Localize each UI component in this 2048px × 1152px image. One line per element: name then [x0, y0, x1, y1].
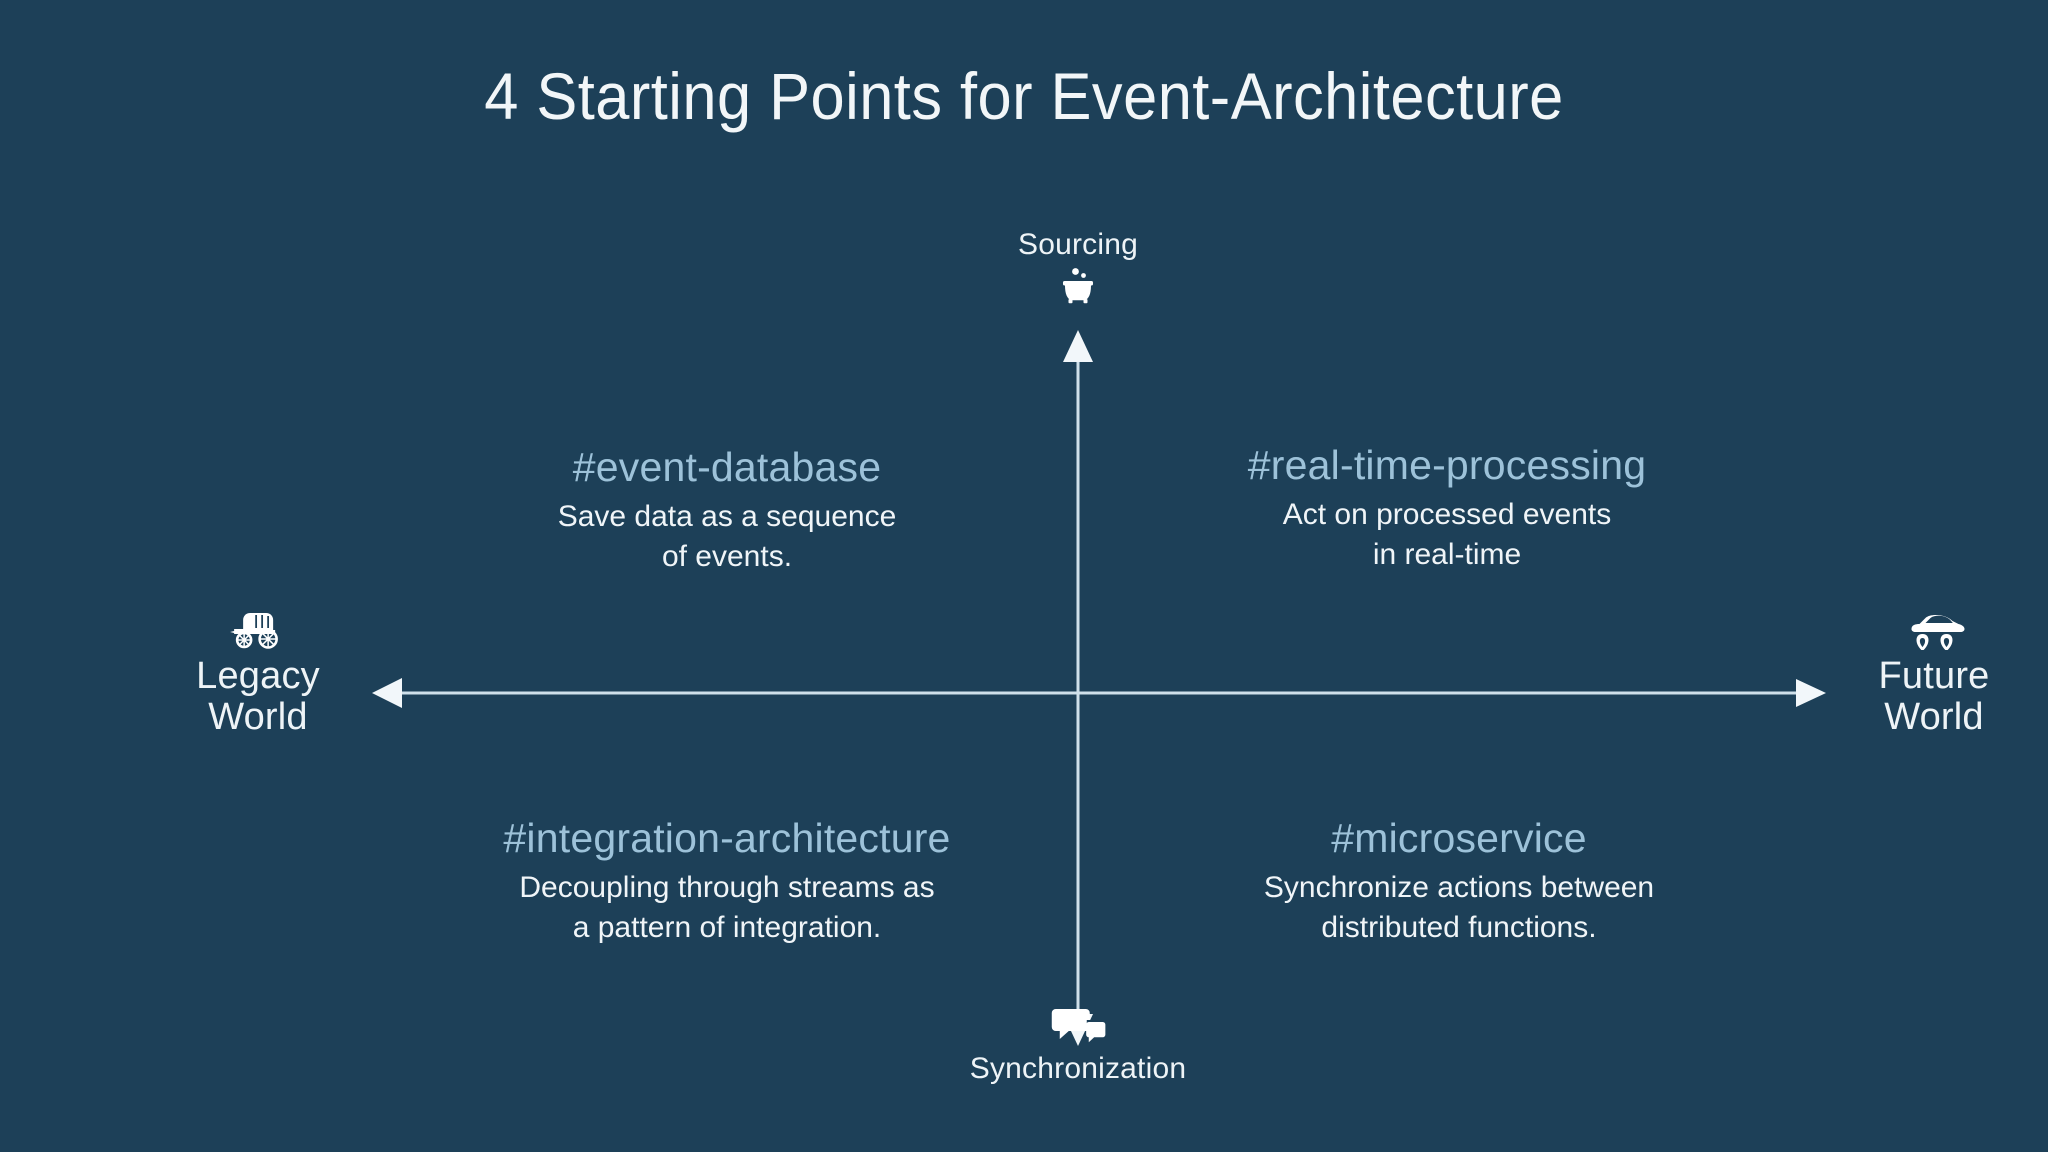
quadrant-description-line2: in real-time — [1372, 537, 1522, 571]
quadrant-description: Act on processed events in real-time — [1248, 495, 1646, 574]
quadrant-top-left: #event-database Save data as a sequence … — [558, 444, 897, 576]
axis-arrow-up — [1063, 330, 1093, 362]
quadrant-description-line1: Decoupling through streams as — [519, 870, 935, 904]
quadrant-description: Save data as a sequence of events. — [558, 497, 897, 576]
axis-pole-right: Future World — [1878, 608, 1989, 738]
quadrant-description: Synchronize actions between distributed … — [1264, 868, 1654, 947]
future-world-label-line1: Future — [1878, 655, 1990, 697]
horse-carriage-icon — [230, 613, 278, 649]
axis-pole-bottom: Synchronization — [970, 1006, 1186, 1086]
quadrant-bottom-right: #microservice Synchronize actions betwee… — [1264, 815, 1654, 947]
quadrant-description-line1: Synchronize actions between — [1263, 870, 1655, 904]
quadrant-tag: #real-time-processing — [1247, 442, 1647, 488]
quadrant-description-line1: Save data as a sequence — [557, 499, 897, 533]
flying-car-icon — [1911, 615, 1964, 650]
axis-pole-left: Legacy World — [196, 608, 320, 738]
legacy-world-label-line1: Legacy — [196, 655, 320, 697]
quadrant-tag: #integration-architecture — [503, 815, 951, 861]
page-title: 4 Starting Points for Event-Architecture — [484, 59, 1564, 133]
speech-bubbles-icon — [1052, 1009, 1106, 1044]
sourcing-label: Sourcing — [1017, 228, 1139, 261]
quadrant-description-line2: distributed functions. — [1321, 910, 1597, 944]
quadrant-description-line2: of events. — [661, 539, 793, 573]
quadrant-tag: #event-database — [572, 444, 882, 490]
axis-arrow-left — [372, 678, 402, 708]
quadrant-bottom-left: #integration-architecture Decoupling thr… — [503, 815, 951, 947]
quadrant-description: Decoupling through streams as a pattern … — [503, 868, 950, 947]
legacy-world-label-line2: World — [208, 696, 308, 739]
quadrant-description-line2: a pattern of integration. — [572, 910, 882, 944]
quadrant-description-line1: Act on processed events — [1282, 497, 1612, 531]
synchronization-label: Synchronization — [969, 1052, 1187, 1085]
quadrant-top-right: #real-time-processing Act on processed e… — [1247, 442, 1647, 574]
quadrant-tag: #microservice — [1331, 815, 1587, 861]
cauldron-icon — [1062, 268, 1093, 304]
axis-arrow-right — [1796, 679, 1826, 707]
axis-pole-top: Sourcing — [1018, 228, 1138, 306]
future-world-label-line2: World — [1884, 696, 1984, 739]
